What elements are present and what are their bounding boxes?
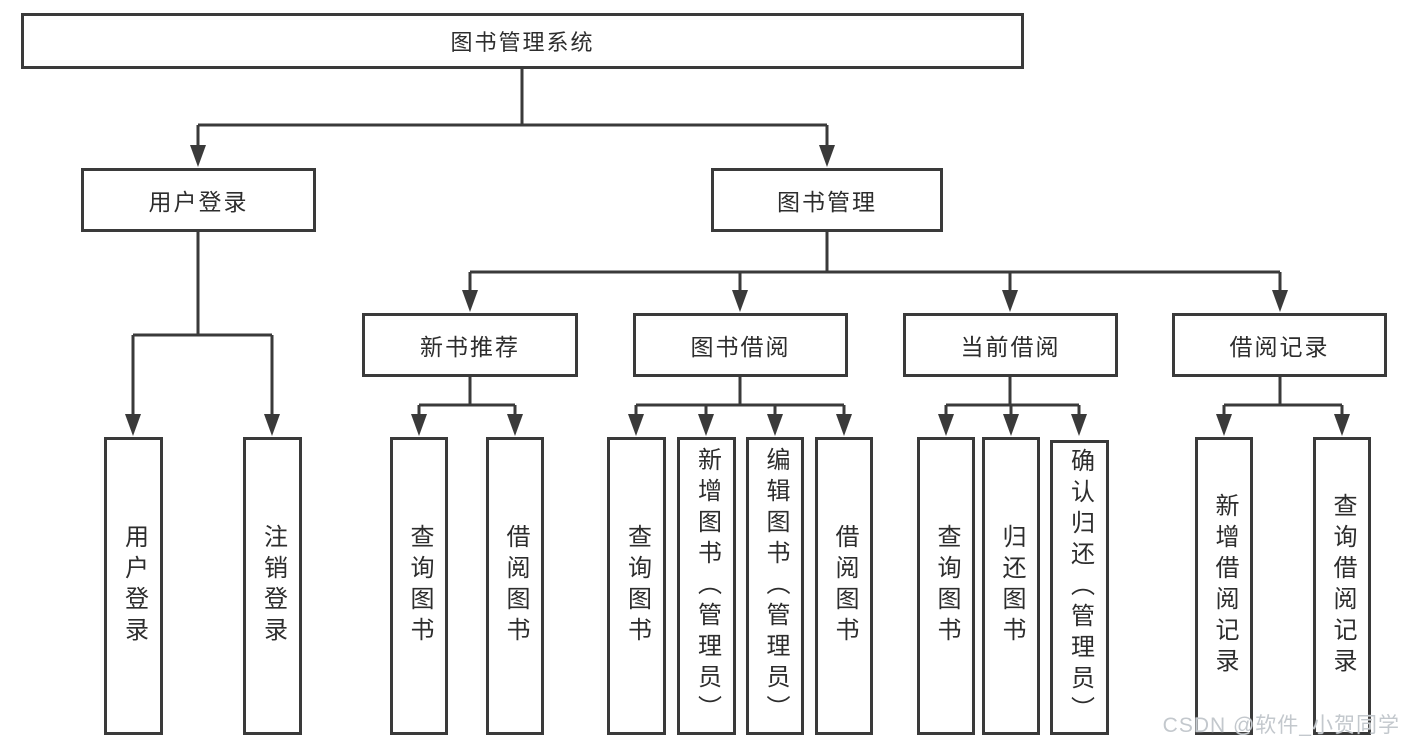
- leaf-cb-query-book: 查询图书: [917, 437, 975, 735]
- node-user-login: 用户登录: [81, 168, 316, 232]
- leaf-bb-query-book: 查询图书: [607, 437, 666, 735]
- leaf-cb-confirm-return-admin: 确认归还（管理员）: [1050, 440, 1109, 735]
- node-library-management-system: 图书管理系统: [21, 13, 1024, 69]
- node-new-book-recommend: 新书推荐: [362, 313, 578, 377]
- csdn-watermark: CSDN @软件_小贺同学: [1162, 714, 1400, 737]
- leaf-br-query-record: 查询借阅记录: [1313, 437, 1371, 735]
- leaf-nb-query-book: 查询图书: [390, 437, 448, 735]
- leaf-bb-add-book-admin: 新增图书（管理员）: [677, 437, 736, 735]
- leaf-bb-borrow-book: 借阅图书: [815, 437, 873, 735]
- node-book-borrowing: 图书借阅: [633, 313, 848, 377]
- node-current-borrowing: 当前借阅: [903, 313, 1118, 377]
- leaf-logout: 注销登录: [243, 437, 302, 735]
- leaf-cb-return-book: 归还图书: [982, 437, 1040, 735]
- leaf-nb-borrow-book: 借阅图书: [486, 437, 544, 735]
- node-borrowing-records: 借阅记录: [1172, 313, 1387, 377]
- node-book-management: 图书管理: [711, 168, 943, 232]
- leaf-br-add-record: 新增借阅记录: [1195, 437, 1253, 735]
- leaf-user-login: 用户登录: [104, 437, 163, 735]
- leaf-bb-edit-book-admin: 编辑图书（管理员）: [746, 437, 804, 735]
